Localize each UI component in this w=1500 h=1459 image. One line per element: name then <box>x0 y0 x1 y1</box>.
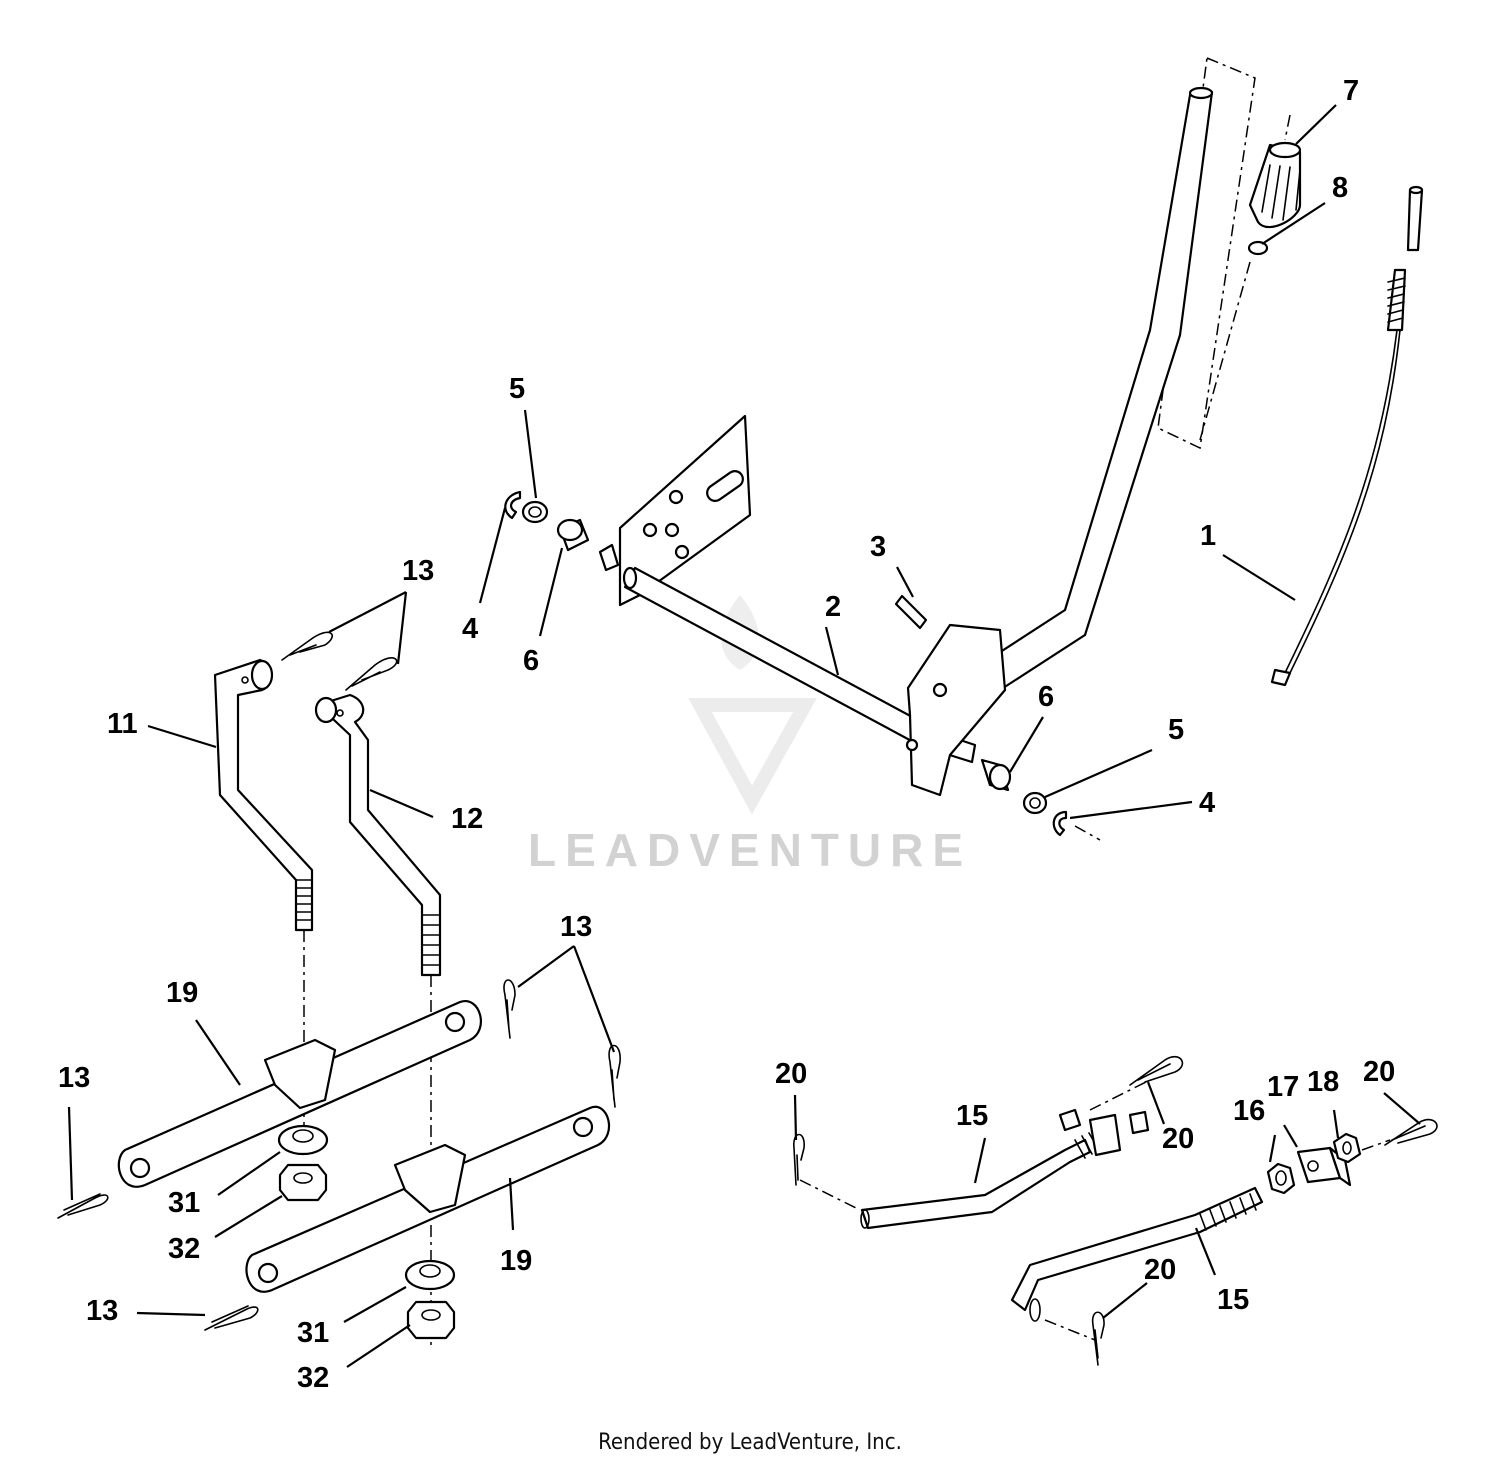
callout-5-left: 5 <box>509 373 525 405</box>
callout-15-upper: 15 <box>956 1100 988 1132</box>
spacer-31-upper <box>277 1124 329 1156</box>
lift-link-right <box>314 693 442 1350</box>
callout-3: 3 <box>870 531 886 563</box>
bushing-left <box>556 518 590 552</box>
callout-31-upper: 31 <box>168 1187 200 1219</box>
callout-7: 7 <box>1343 75 1359 107</box>
washer-right <box>1022 791 1048 815</box>
callout-19-lower: 19 <box>500 1245 532 1277</box>
callout-20-right: 20 <box>1363 1056 1395 1088</box>
hairpin-clip-13-left-b <box>204 1305 259 1331</box>
lift-cable <box>1270 185 1424 687</box>
callout-20-left: 20 <box>775 1058 807 1090</box>
leader-lines <box>67 104 1421 1368</box>
grip-guide-box <box>1157 57 1256 450</box>
hairpin-clip-20-right <box>1384 1118 1438 1146</box>
callout-1: 1 <box>1200 520 1216 552</box>
hairpin-clip-13-mid-b <box>608 1044 621 1108</box>
e-ring-right <box>1052 810 1101 841</box>
callout-8: 8 <box>1332 172 1348 204</box>
callout-15-lower: 15 <box>1217 1284 1249 1316</box>
roll-pin <box>894 594 928 630</box>
lift-handle-lever <box>905 86 1214 797</box>
lift-arm-upper <box>117 1000 482 1188</box>
adjustment-rod-lower <box>1010 1186 1264 1341</box>
callout-13-mid: 13 <box>560 911 592 943</box>
callout-17: 17 <box>1267 1071 1299 1103</box>
callout-32-lower: 32 <box>297 1362 329 1394</box>
hairpin-clip-20-left <box>793 1133 805 1186</box>
callout-6-right: 6 <box>1038 681 1054 713</box>
e-ring-left <box>504 490 522 520</box>
watermark-text: LEADVENTURE <box>528 824 972 876</box>
callout-13-bottom: 13 <box>86 1295 118 1327</box>
callout-labels: 7 8 1 3 2 5 4 6 13 11 12 6 5 4 13 19 13 … <box>58 75 1395 1394</box>
lift-arm-lower <box>245 1105 610 1293</box>
callout-5-right: 5 <box>1168 714 1184 746</box>
bushing-right <box>980 758 1012 792</box>
callout-2: 2 <box>825 591 841 623</box>
callout-19-upper: 19 <box>166 977 198 1009</box>
callout-16: 16 <box>1233 1095 1265 1127</box>
callout-11: 11 <box>107 708 138 740</box>
callout-31-lower: 31 <box>297 1317 329 1349</box>
callout-6-left: 6 <box>523 645 539 677</box>
lift-link-left <box>213 658 314 1145</box>
spacer-31-lower <box>404 1259 456 1291</box>
lift-shaft-plate <box>598 414 977 764</box>
locknut-18 <box>1332 1132 1391 1164</box>
callout-20-mid: 20 <box>1162 1123 1194 1155</box>
callout-18: 18 <box>1307 1066 1339 1098</box>
footer-credit: Rendered by LeadVenture, Inc. <box>598 1430 902 1455</box>
callout-4-right: 4 <box>1199 787 1215 819</box>
hairpin-clip-20-mid <box>1129 1055 1184 1086</box>
callout-32-upper: 32 <box>168 1233 200 1265</box>
grip-nut <box>1199 240 1269 441</box>
jam-nut-16 <box>1266 1162 1296 1195</box>
nut-32-upper <box>278 1163 328 1202</box>
hairpin-clip-13-mid-a <box>503 979 516 1039</box>
callout-13-left: 13 <box>58 1062 90 1094</box>
handle-grip <box>1248 114 1302 229</box>
hairpin-clip-13-top-a <box>281 631 333 661</box>
hairpin-clip-13-left-a <box>57 1193 109 1219</box>
callout-13-top: 13 <box>402 555 434 587</box>
callout-20-bottom: 20 <box>1144 1254 1176 1286</box>
hairpin-clip-20-bottom <box>1091 1311 1105 1366</box>
washer-left <box>521 500 549 524</box>
nut-32-lower <box>406 1300 456 1340</box>
callout-4-left: 4 <box>462 613 478 645</box>
callout-12: 12 <box>451 803 483 835</box>
hairpin-clip-13-top-b <box>345 657 398 691</box>
adjustment-rod-upper <box>799 1079 1151 1230</box>
